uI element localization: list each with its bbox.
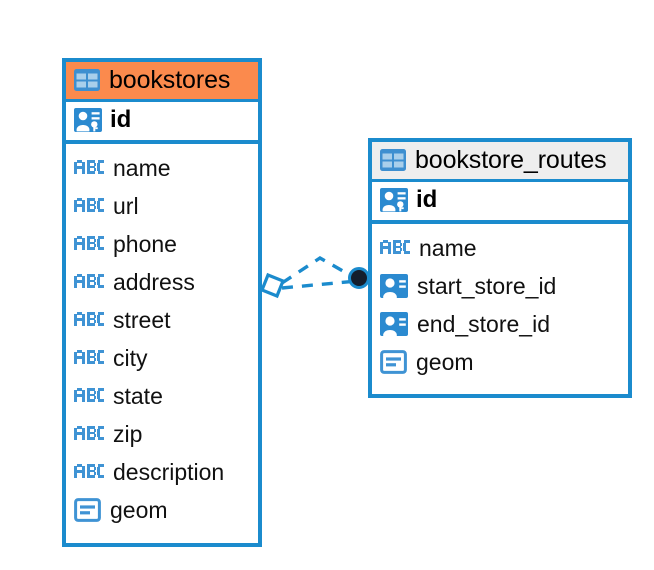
field-label: name	[113, 154, 171, 181]
field-label: address	[113, 268, 195, 295]
entity-bookstore-routes[interactable]: bookstore_routes id	[368, 138, 632, 398]
field-label: street	[113, 306, 171, 333]
field-label: geom	[110, 496, 168, 523]
abc-text-icon	[74, 347, 104, 369]
field-row-geom[interactable]: geom	[74, 491, 250, 529]
field-label: url	[113, 192, 139, 219]
abc-text-icon	[74, 271, 104, 293]
entity-header-bookstores[interactable]: bookstores	[66, 62, 258, 99]
entity-header-bookstore-routes[interactable]: bookstore_routes	[372, 142, 628, 179]
field-row-primary-key[interactable]: id	[66, 99, 258, 144]
table-icon	[74, 69, 100, 91]
abc-text-icon	[380, 237, 410, 259]
entity-title: bookstore_routes	[415, 146, 607, 174]
abc-text-icon	[74, 461, 104, 483]
field-label: end_store_id	[417, 310, 550, 337]
foreign-key-icon	[380, 274, 408, 298]
foreign-key-icon	[380, 312, 408, 336]
primary-key-icon	[380, 187, 408, 213]
primary-key-icon	[74, 107, 102, 133]
field-list-bookstores: name u	[66, 144, 258, 535]
table-icon	[380, 149, 406, 171]
field-row-geom[interactable]: geom	[380, 343, 620, 381]
field-row-zip[interactable]: zip	[74, 415, 250, 453]
field-label: description	[113, 458, 225, 485]
abc-text-icon	[74, 385, 104, 407]
field-list-bookstore-routes: name start_store_id	[372, 224, 628, 387]
field-row-name[interactable]: name	[380, 229, 620, 267]
field-label: state	[113, 382, 163, 409]
field-row-start-store-id[interactable]: start_store_id	[380, 267, 620, 305]
geometry-icon	[74, 498, 101, 522]
field-label: name	[419, 234, 477, 261]
field-label: city	[113, 344, 148, 371]
relationship-line-upper	[281, 256, 358, 285]
field-row-state[interactable]: state	[74, 377, 250, 415]
field-label-primary-key: id	[416, 186, 438, 213]
field-label: zip	[113, 420, 143, 447]
field-row-name[interactable]: name	[74, 149, 250, 187]
abc-text-icon	[74, 309, 104, 331]
abc-text-icon	[74, 195, 104, 217]
field-row-phone[interactable]: phone	[74, 225, 250, 263]
abc-text-icon	[74, 423, 104, 445]
field-row-address[interactable]: address	[74, 263, 250, 301]
field-label-primary-key: id	[110, 106, 132, 133]
relationship-line-lower	[281, 279, 358, 290]
field-label: geom	[416, 348, 474, 375]
field-row-city[interactable]: city	[74, 339, 250, 377]
field-label: phone	[113, 230, 177, 257]
geometry-icon	[380, 350, 407, 374]
field-label: start_store_id	[417, 272, 557, 299]
abc-text-icon	[74, 233, 104, 255]
diamond-marker	[259, 272, 286, 299]
entity-bookstores[interactable]: bookstores id	[62, 58, 262, 547]
field-row-url[interactable]: url	[74, 187, 250, 225]
field-row-primary-key[interactable]: id	[372, 179, 628, 224]
field-row-end-store-id[interactable]: end_store_id	[380, 305, 620, 343]
filled-circle-marker	[348, 267, 370, 289]
abc-text-icon	[74, 157, 104, 179]
field-row-description[interactable]: description	[74, 453, 250, 491]
field-row-street[interactable]: street	[74, 301, 250, 339]
entity-title: bookstores	[109, 66, 231, 94]
